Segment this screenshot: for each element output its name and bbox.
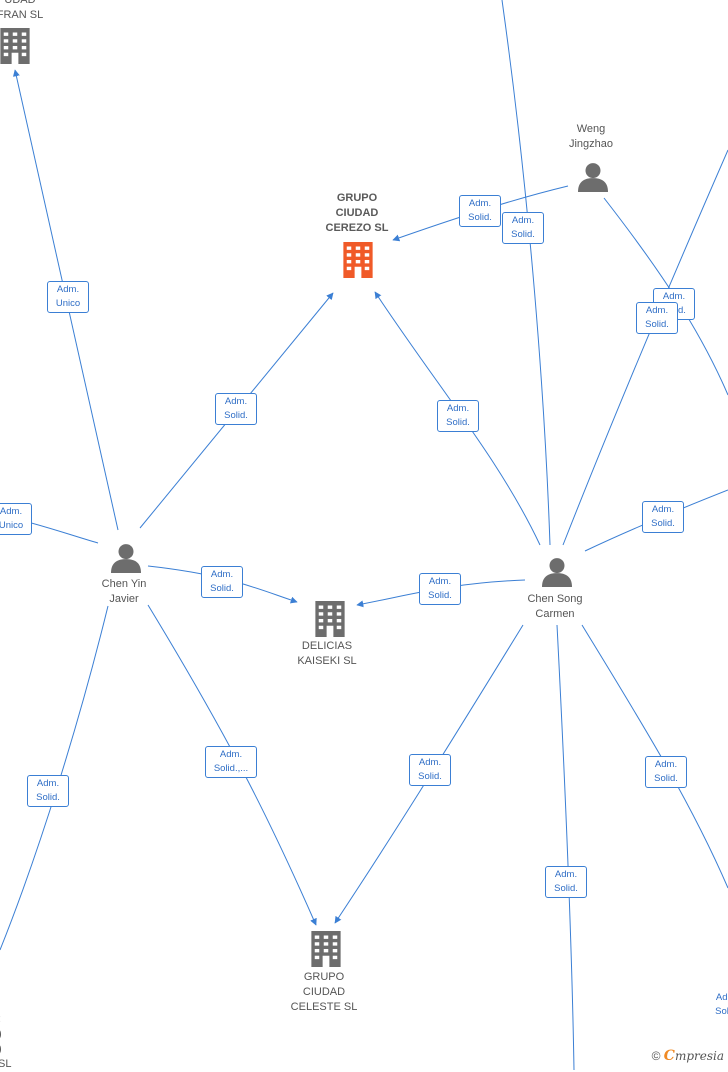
relation-badge: Adm. Solid.: [715, 992, 728, 1017]
relation-badge[interactable]: Adm. Solid.: [437, 400, 479, 432]
relation-badge[interactable]: Adm. Unico: [0, 503, 32, 535]
node-label-chen-song-carmen[interactable]: Chen Song Carmen: [527, 593, 583, 620]
person-icon[interactable]: [578, 162, 608, 192]
edge-top-chensong: [501, 0, 551, 546]
relation-badge[interactable]: Adm. Solid.: [502, 212, 544, 244]
relation-badge[interactable]: Adm. Unico: [47, 281, 89, 313]
relation-badge[interactable]: Adm. Solid.: [636, 302, 678, 334]
relation-badge[interactable]: Adm. Solid.: [27, 775, 69, 807]
edge-chensong-celeste: [334, 624, 524, 924]
person-icon[interactable]: [542, 557, 572, 587]
building-icon[interactable]: [315, 601, 345, 637]
node-label-fran[interactable]: UDAD FRAN SL: [0, 0, 44, 21]
footer-brand: © Cmpresia: [652, 1048, 724, 1064]
node-label-weng-jingzhao[interactable]: Weng Jingzhao: [568, 123, 614, 150]
node-label-grupo-ciudad-celeste[interactable]: GRUPO CIUDAD CELESTE SL: [290, 971, 358, 1013]
copyright-icon: ©: [651, 1049, 661, 1063]
node-label-bottom-left[interactable]: : ) ) SL: [0, 1013, 12, 1070]
building-icon[interactable]: [311, 931, 341, 967]
relation-badge[interactable]: Adm. Solid.: [642, 501, 684, 533]
relation-badge[interactable]: Adm. Solid.: [459, 195, 501, 227]
relation-badge[interactable]: Adm. Solid.: [545, 866, 587, 898]
building-icon[interactable]: [0, 28, 30, 64]
relation-badge[interactable]: Adm. Solid.: [419, 573, 461, 605]
node-label-delicias-kaiseki[interactable]: DELICIAS KAISEKI SL: [297, 640, 357, 667]
person-icon[interactable]: [111, 543, 141, 573]
edge-chensong-bottom: [556, 624, 575, 1070]
relation-badge[interactable]: Adm. Solid.: [645, 756, 687, 788]
brand-logo: Cmpresia: [663, 1048, 724, 1064]
edge-chensong-topright: [562, 149, 728, 546]
relation-badge[interactable]: Adm. Solid.: [201, 566, 243, 598]
node-label-chen-yin-javier[interactable]: Chen Yin Javier: [101, 578, 147, 605]
building-icon[interactable]: [343, 242, 373, 278]
relation-badge[interactable]: Adm. Solid.: [409, 754, 451, 786]
relation-badge[interactable]: Adm. Solid.: [215, 393, 257, 425]
relation-badge[interactable]: Adm. Solid.,...: [205, 746, 257, 778]
node-label-grupo-ciudad-cerezo[interactable]: GRUPO CIUDAD CEREZO SL: [325, 192, 389, 234]
